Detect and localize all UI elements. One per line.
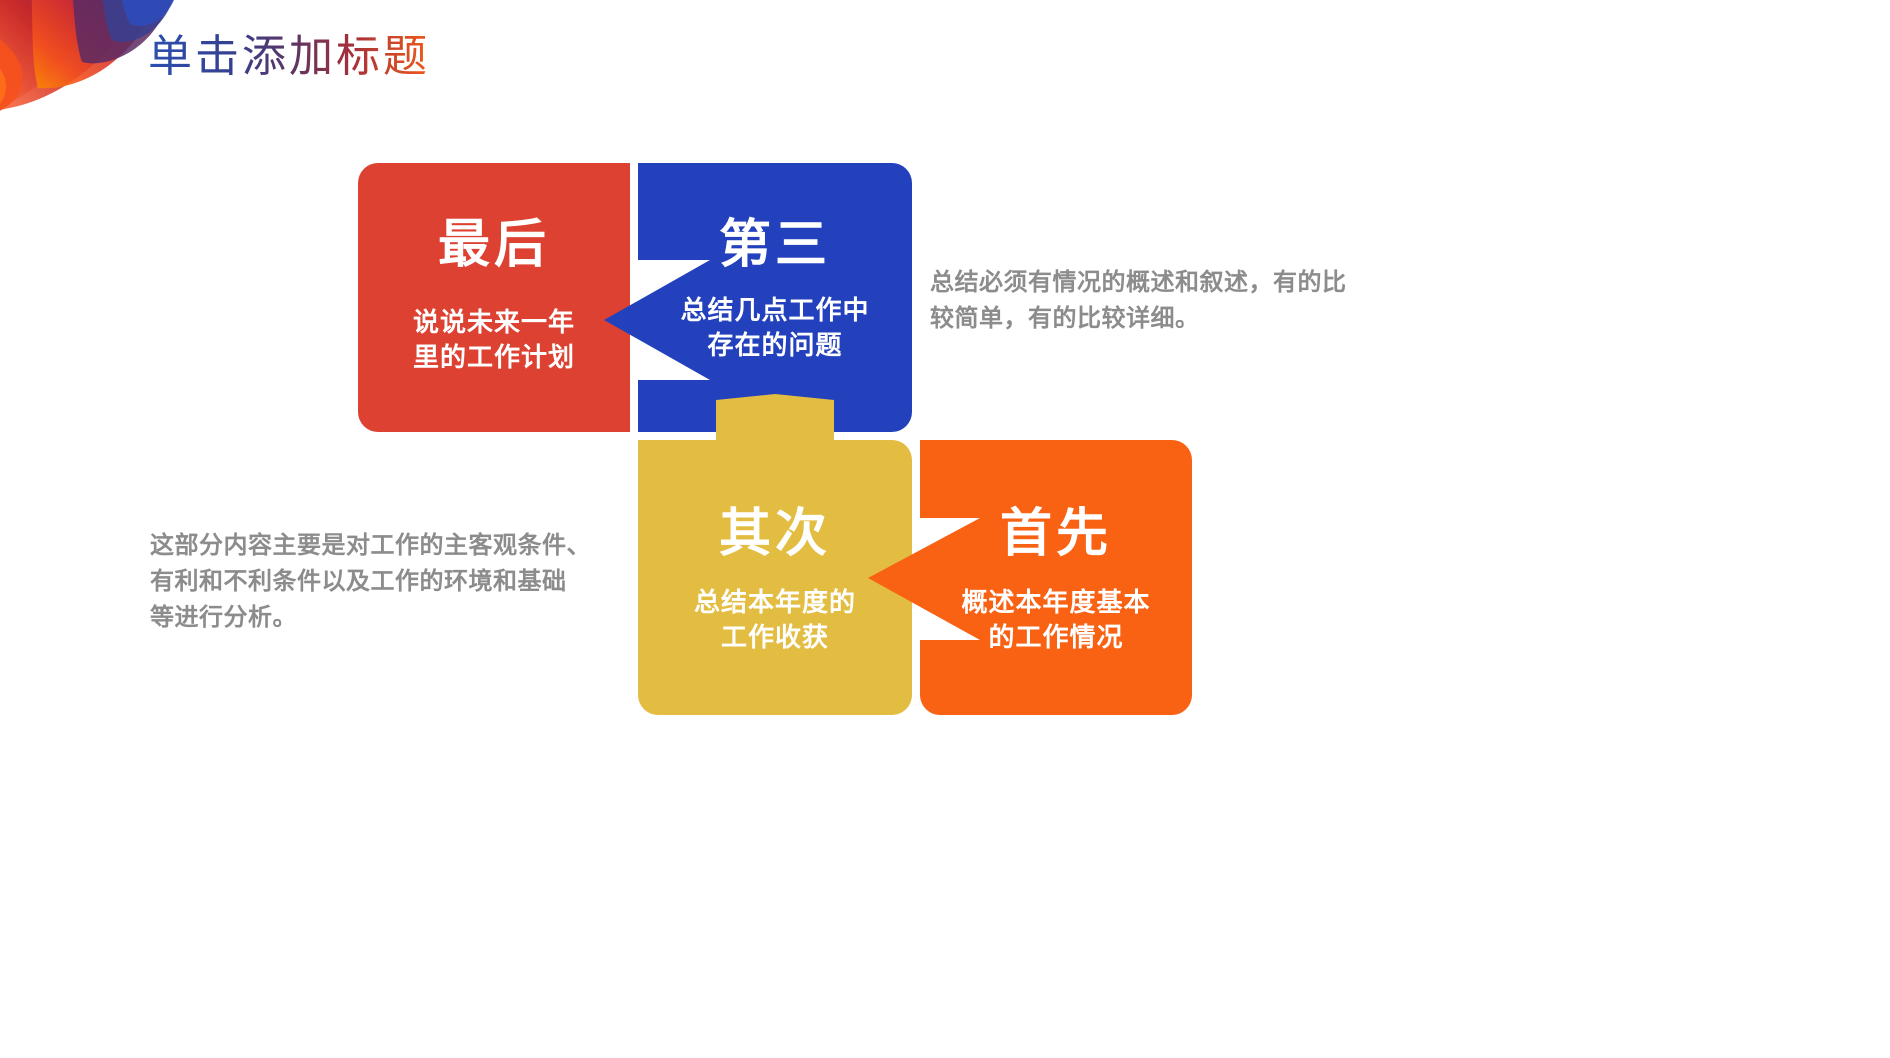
block-subtext-line: 存在的问题	[707, 330, 843, 361]
block-heading-first: 首先	[999, 505, 1112, 563]
page-title: 单击添加标题	[148, 29, 458, 85]
block-heading-third: 第三	[718, 216, 831, 274]
paragraph-line: 较简单，有的比较详细。	[930, 305, 1200, 332]
block-shape-third[interactable]	[604, 163, 912, 432]
paragraph-right: 总结必须有情况的概述和叙述，有的比 较简单，有的比较详细。	[930, 265, 1400, 337]
block-heading-last: 最后	[437, 216, 550, 274]
block-subtext-second: 总结本年度的 工作收获	[638, 585, 912, 655]
block-subtext-first: 概述本年度基本 的工作情况	[920, 585, 1192, 655]
block-subtext-line: 里的工作计划	[412, 342, 575, 373]
block-subtext-line: 总结几点工作中	[680, 295, 870, 325]
paragraph-line: 总结必须有情况的概述和叙述，有的比	[930, 269, 1347, 296]
block-subtext-third: 总结几点工作中 存在的问题	[638, 293, 912, 363]
paragraph-left: 这部分内容主要是对工作的主客观条件、 有利和不利条件以及工作的环境和基础 等进行…	[150, 528, 640, 636]
block-subtext-line: 总结本年度的	[693, 587, 856, 617]
block-heading-second: 其次	[718, 505, 831, 563]
page-title-text: 单击添加标题	[148, 32, 430, 81]
block-shape-first[interactable]	[868, 440, 1192, 715]
brush-stroke-decoration	[0, 0, 200, 136]
block-subtext-last: 说说未来一年 里的工作计划	[358, 305, 630, 375]
paragraph-line: 有利和不利条件以及工作的环境和基础	[150, 568, 567, 595]
block-shape-second[interactable]	[638, 394, 912, 715]
block-subtext-line: 的工作情况	[988, 622, 1124, 653]
paragraph-line: 这部分内容主要是对工作的主客观条件、	[150, 532, 591, 559]
paragraph-line: 等进行分析。	[150, 604, 297, 631]
block-subtext-line: 说说未来一年	[412, 307, 575, 337]
block-shape-last[interactable]	[358, 163, 630, 432]
block-subtext-line: 工作收获	[720, 622, 829, 653]
block-subtext-line: 概述本年度基本	[961, 587, 1151, 617]
